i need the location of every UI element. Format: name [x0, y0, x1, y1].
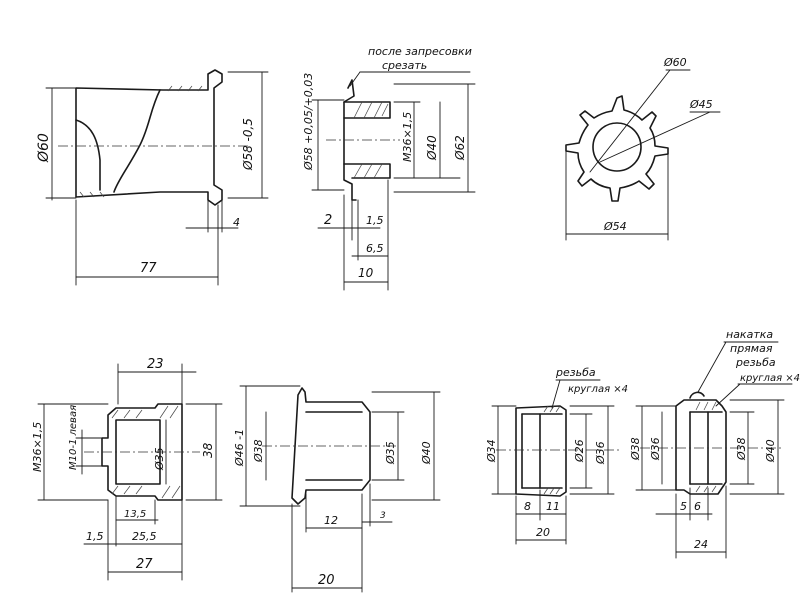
bushing-top — [343, 101, 391, 119]
cap-outline — [101, 403, 183, 501]
dim-diameter-36-k: Ø36 — [649, 437, 662, 461]
dim-38: 38 — [201, 442, 215, 458]
drawing-6-threaded-ring: резьба круглая ×4 Ø34 Ø26 Ø36 8 11 20 — [485, 366, 628, 545]
flanged-outline — [291, 387, 371, 505]
drawing-2-bushing: после запресовки срезать Ø58 +0,05/+0,03… — [302, 45, 476, 291]
leader-thread-6 — [551, 379, 561, 409]
dim-diameter-54: Ø54 — [603, 220, 627, 233]
dim-diameter-35: Ø35 — [153, 447, 166, 471]
note-thread-6b: круглая ×4 — [568, 384, 628, 395]
bushing-bottom — [343, 163, 391, 179]
dim-diameter-45: Ø45 — [689, 98, 713, 111]
dim-thread-m36-cap: М36×1,5 — [31, 422, 44, 472]
bushing-profile-left — [343, 79, 357, 201]
dim-diameter-36: Ø36 — [594, 441, 607, 465]
dim-5: 5 — [680, 500, 687, 513]
dim-diameter-60-gear: Ø60 — [663, 56, 687, 69]
knurled-outline — [675, 399, 727, 495]
dim-1-5-cap: 1,5 — [86, 530, 104, 543]
sleeve-outline — [75, 69, 223, 206]
leader-thread-7 — [715, 383, 741, 407]
dim-25-5: 25,5 — [132, 530, 157, 543]
leader-note — [349, 71, 361, 87]
dim-1-5: 1,5 — [366, 214, 384, 227]
dim-diameter-40-k: Ø40 — [764, 439, 777, 463]
sprocket-bore — [592, 122, 642, 172]
dim-6-5: 6,5 — [366, 242, 384, 255]
dim-diameter-38-k2: Ø38 — [735, 437, 748, 461]
leader-knurl — [697, 341, 727, 393]
dim-12: 12 — [324, 514, 338, 527]
leader-d45 — [599, 111, 711, 163]
note-knurl-a: накатка — [726, 328, 773, 341]
drawing-7-knurled-ring: накатка прямая резьба круглая ×4 Ø38 Ø36… — [629, 328, 800, 559]
note-thread-7a: резьба — [735, 356, 776, 369]
dim-23: 23 — [147, 357, 164, 372]
dim-length-77: 77 — [140, 261, 157, 276]
sprocket-outline — [565, 95, 669, 202]
note-cut-off: срезать — [382, 59, 427, 72]
dim-thread-m10-left: М10-1 левая — [68, 405, 79, 470]
dim-diameter-62: Ø62 — [453, 135, 467, 161]
drawing-4-cap: 23 М36×1,5 М10-1 левая Ø35 38 13,5 1,5 2… — [31, 357, 223, 581]
dim-20-ring: 20 — [536, 526, 550, 539]
dim-diameter-58-tol: Ø58 +0,05/+0,03 — [302, 73, 315, 171]
dim-diameter-60: Ø60 — [36, 133, 52, 163]
drawing-5-flanged-sleeve: Ø46 -1 Ø38 Ø35 Ø40 12 3 20 — [233, 385, 441, 593]
dim-diameter-38-fl: Ø38 — [252, 439, 265, 463]
dim-13-5: 13,5 — [124, 509, 146, 520]
dim-lip-4: 4 — [233, 216, 240, 229]
dim-diameter-40: Ø40 — [425, 135, 439, 161]
inner-cut — [75, 119, 101, 191]
dim-8: 8 — [524, 500, 531, 513]
dim-diameter-35-fl: Ø35 — [384, 441, 397, 465]
note-knurl-b: прямая — [730, 342, 773, 355]
drawing-3-sprocket: Ø60 Ø45 Ø54 — [565, 56, 721, 241]
dim-diameter-34: Ø34 — [485, 439, 498, 463]
note-after-pressing: после запресовки — [368, 45, 472, 58]
dim-6: 6 — [694, 500, 701, 513]
note-thread-6a: резьба — [555, 366, 596, 379]
dim-diameter-58: Ø58 -0,5 — [241, 118, 255, 171]
dim-11: 11 — [546, 500, 560, 513]
dim-diameter-46: Ø46 -1 — [233, 429, 246, 467]
dim-24: 24 — [694, 538, 708, 551]
dim-2: 2 — [324, 213, 332, 228]
leader-d60 — [589, 69, 671, 173]
dim-20-fl: 20 — [318, 573, 335, 588]
note-thread-7b: круглая ×4 — [740, 373, 800, 384]
dim-3: 3 — [380, 511, 386, 521]
break-line — [113, 89, 161, 193]
drawing-1-sleeve: Ø60 Ø58 -0,5 4 77 — [36, 69, 269, 286]
ring-outline — [515, 405, 567, 497]
cap-inner — [115, 419, 161, 485]
dim-diameter-40-fl: Ø40 — [420, 441, 433, 465]
dim-27: 27 — [136, 557, 153, 572]
dim-diameter-38-k: Ø38 — [629, 437, 642, 461]
dim-diameter-26: Ø26 — [573, 439, 586, 463]
dim-10: 10 — [358, 266, 374, 280]
dim-thread-m36: М36×1,5 — [401, 112, 414, 162]
knurl-bump — [689, 391, 705, 399]
